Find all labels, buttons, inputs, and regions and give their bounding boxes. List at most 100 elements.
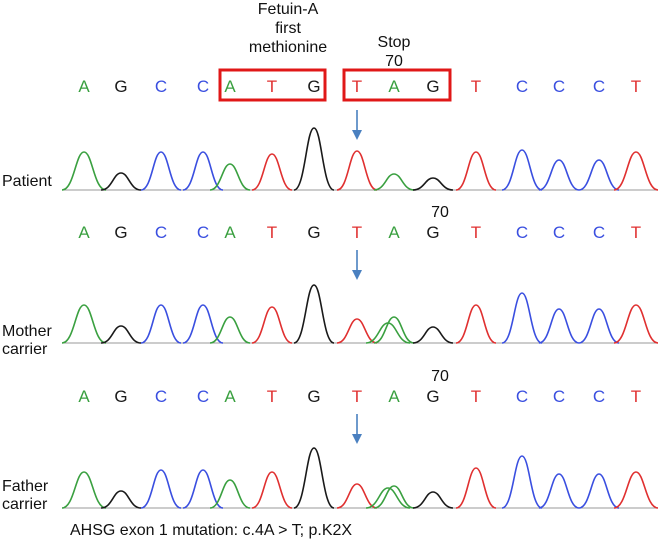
- start-label-line-1: Fetuin-A: [257, 1, 319, 18]
- base-letter-c: C: [516, 387, 528, 406]
- figure-caption: AHSG exon 1 mutation: c.4A > T; p.K2X: [70, 522, 353, 539]
- base-letter-c: C: [155, 387, 167, 406]
- base-letter-t: T: [471, 77, 481, 96]
- base-letter-c: C: [593, 387, 605, 406]
- trace-peak-c: [578, 473, 620, 509]
- base-letter-g: G: [307, 387, 320, 406]
- trace-peak-c: [538, 473, 580, 509]
- base-letter-t: T: [267, 387, 277, 406]
- trace-peak-a: [61, 151, 107, 191]
- base-letter-t: T: [471, 223, 481, 242]
- trace-peak-g: [293, 447, 335, 509]
- base-letter-c: C: [197, 77, 209, 96]
- stop-codon-label: Stop 70: [354, 33, 434, 71]
- trace-peak-t: [455, 467, 497, 509]
- trace-peak-a: [373, 173, 415, 191]
- base-letter-a: A: [388, 387, 400, 406]
- base-letter-t: T: [631, 77, 641, 96]
- trace-peak-a: [61, 471, 107, 509]
- start-label-line-3: methionine: [248, 39, 328, 56]
- trace-peak-g: [100, 325, 142, 344]
- base-letter-g: G: [426, 77, 439, 96]
- trace-peak-t: [455, 304, 497, 344]
- start-codon-label: Fetuin-A first methionine: [228, 0, 348, 57]
- trace-peak-t: [455, 151, 497, 191]
- trace-peak-a: [209, 316, 251, 344]
- base-letter-c: C: [516, 223, 528, 242]
- trace-peak-g: [100, 172, 142, 191]
- start-label-line-2: first: [275, 20, 301, 37]
- trace-peak-a: [373, 485, 415, 509]
- trace-peak-t: [251, 153, 293, 191]
- base-letter-c: C: [197, 387, 209, 406]
- base-letter-t: T: [352, 387, 362, 406]
- base-letter-c: C: [593, 223, 605, 242]
- father-label-line-1: Father: [2, 478, 49, 495]
- position-label-mother: 70: [431, 204, 449, 221]
- trace-peak-t: [251, 471, 293, 509]
- mutation-arrow-head: [352, 270, 362, 280]
- mutation-arrow-head: [352, 130, 362, 140]
- trace-peak-t: [613, 151, 659, 191]
- trace-peak-c: [538, 308, 580, 344]
- base-letter-c: C: [197, 223, 209, 242]
- trace-peak-g: [293, 284, 335, 344]
- trace-peak-g: [293, 127, 335, 191]
- trace-peak-t: [251, 306, 293, 344]
- base-letter-g: G: [114, 223, 127, 242]
- trace-peak-c: [578, 308, 620, 344]
- base-letter-a: A: [78, 77, 90, 96]
- base-letter-a: A: [388, 77, 400, 96]
- trace-peak-t: [336, 318, 378, 344]
- trace-peak-t: [336, 483, 378, 509]
- base-letter-g: G: [426, 387, 439, 406]
- patient-label-line-1: Patient: [2, 173, 52, 190]
- base-letter-g: G: [307, 223, 320, 242]
- base-letter-a: A: [78, 387, 90, 406]
- trace-peak-c: [501, 292, 543, 344]
- trace-peak-c: [182, 304, 224, 344]
- trace-peak-a: [373, 316, 415, 344]
- trace-peak-c: [501, 455, 543, 509]
- trace-peak-c: [182, 151, 224, 191]
- track-label-father: Father carrier: [2, 478, 48, 514]
- trace-peak-a: [61, 304, 107, 344]
- base-letter-c: C: [155, 77, 167, 96]
- base-letter-a: A: [224, 223, 236, 242]
- base-letter-g: G: [307, 77, 320, 96]
- trace-peak-c: [140, 469, 182, 509]
- trace-peak-t: [336, 150, 378, 191]
- stop-label-line-1: Stop: [377, 34, 411, 51]
- start-codon-box: [218, 68, 327, 102]
- trace-peak-a: [209, 479, 251, 509]
- mutation-arrow-head: [352, 434, 362, 444]
- trace-peak-c: [140, 151, 182, 191]
- base-letter-t: T: [352, 223, 362, 242]
- trace-peak-c: [140, 304, 182, 344]
- base-letter-t: T: [352, 77, 362, 96]
- father-label-line-2: carrier: [2, 496, 48, 513]
- base-letter-c: C: [593, 77, 605, 96]
- position-label-father: 70: [431, 368, 449, 385]
- secondary-peak-a: [365, 322, 411, 344]
- track-label-patient: Patient: [2, 173, 52, 191]
- base-letter-g: G: [426, 223, 439, 242]
- base-letter-t: T: [631, 223, 641, 242]
- base-letter-t: T: [267, 223, 277, 242]
- base-letter-g: G: [114, 77, 127, 96]
- trace-peak-c: [182, 469, 224, 509]
- base-letter-a: A: [78, 223, 90, 242]
- base-letter-a: A: [224, 77, 236, 96]
- mother-label-line-2: carrier: [2, 341, 48, 358]
- trace-peak-c: [578, 159, 620, 191]
- base-letter-c: C: [553, 387, 565, 406]
- base-letter-c: C: [553, 77, 565, 96]
- base-letter-t: T: [267, 77, 277, 96]
- stop-codon-box: [342, 68, 452, 102]
- mother-label-line-1: Mother: [2, 323, 52, 340]
- base-letter-a: A: [388, 223, 400, 242]
- base-letter-a: A: [224, 387, 236, 406]
- trace-peak-t: [613, 471, 659, 509]
- base-letter-t: T: [631, 387, 641, 406]
